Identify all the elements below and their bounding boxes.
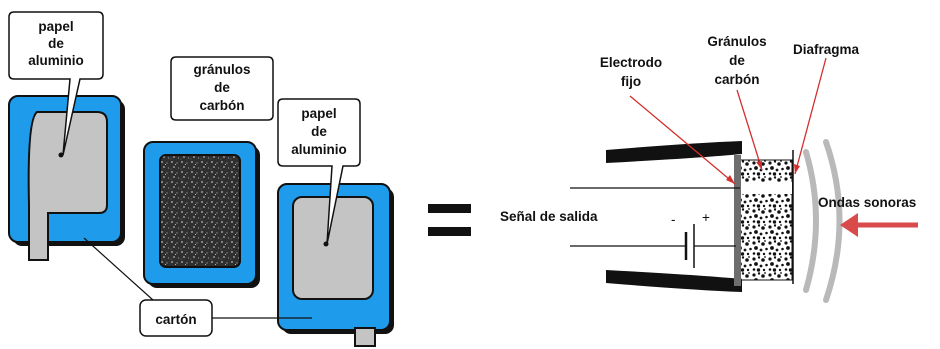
- callout-line: de: [48, 36, 64, 51]
- callout-text: cartón: [155, 312, 196, 327]
- callout-line: carbón: [199, 98, 244, 113]
- battery-minus-label: -: [671, 212, 676, 227]
- pointer-dot: [58, 152, 64, 158]
- output-signal-label: Señal de salida: [500, 209, 598, 224]
- equals-bar-bottom: [428, 227, 471, 236]
- granules-label-line: carbón: [714, 72, 759, 87]
- callout-foil-left: papel de aluminio: [8, 11, 104, 156]
- granules-label-line: Gránulos: [707, 34, 766, 49]
- microphone-cross-section: - + Electrodo fijo Gránulos de carbón Di…: [500, 34, 918, 303]
- label-pointers: [629, 57, 827, 185]
- callout-line: de: [214, 80, 230, 95]
- left-exploded-view: papel de aluminio gránulos de carbón pap…: [8, 11, 394, 347]
- callout-line: de: [311, 124, 327, 139]
- callout-cardboard: cartón: [83, 237, 312, 337]
- carbon-granules-fill: [159, 154, 241, 268]
- pointer-head: [756, 161, 762, 170]
- granule-card: [143, 141, 260, 288]
- equals-sign: [428, 204, 471, 236]
- fixed-electrode: [734, 155, 741, 286]
- granules-label-line: de: [729, 53, 745, 68]
- pointer-head: [794, 164, 800, 174]
- callout-line: gránulos: [193, 62, 250, 77]
- battery-plus-label: +: [702, 210, 710, 225]
- speech-bubble: [8, 11, 104, 156]
- foil-card-right: [277, 183, 394, 347]
- sound-wave-outer: [823, 139, 843, 303]
- diaphragm-pointer: [794, 57, 827, 175]
- callout-line: papel: [301, 106, 336, 121]
- granules-pointer: [736, 89, 763, 171]
- foil-tab: [354, 327, 376, 347]
- speech-bubble: [277, 98, 361, 245]
- chamber-gap: [740, 182, 792, 194]
- housing-bottom: [606, 270, 742, 292]
- electrode-label-line: fijo: [621, 74, 641, 89]
- diaphragm-label: Diafragma: [793, 42, 860, 57]
- callout-line: aluminio: [291, 142, 347, 157]
- pointer-line: [83, 237, 154, 301]
- electrode-pointer: [629, 95, 736, 185]
- pointer-head: [726, 175, 735, 184]
- callout-granules: gránulos de carbón: [170, 56, 274, 121]
- sound-arrow: [840, 213, 918, 237]
- equals-bar-top: [428, 204, 471, 213]
- speech-bubble: [170, 56, 274, 121]
- callout-foil-right: papel de aluminio: [277, 98, 361, 245]
- foil-card-left: [8, 95, 125, 261]
- aluminum-foil-with-tab: [27, 111, 108, 261]
- carbon-granules: [739, 159, 793, 281]
- sound-waves-label: Ondas sonoras: [818, 195, 916, 210]
- sound-wave-inner: [803, 149, 819, 293]
- electrode-label-line: Electrodo: [600, 55, 662, 70]
- arrow-head: [840, 213, 858, 237]
- housing-top: [606, 141, 742, 163]
- callout-line: aluminio: [28, 53, 84, 68]
- callout-line: papel: [38, 19, 73, 34]
